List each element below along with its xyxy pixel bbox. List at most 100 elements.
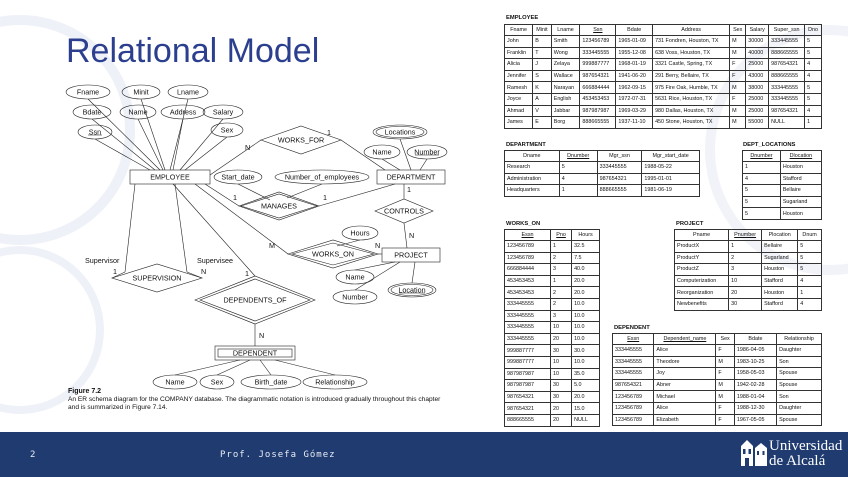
column-header: Dlocation <box>779 150 823 162</box>
table-cell: Newbenefits <box>673 297 730 311</box>
table-cell: 980 Dallas, Houston, TX <box>652 104 731 118</box>
attr-dept-number: Number <box>414 148 440 157</box>
table-cell: 1962-09-15 <box>615 81 654 94</box>
table-cell: 2 <box>550 251 573 265</box>
table-cell: 5 <box>742 207 781 220</box>
table-cell: Bellaire <box>779 184 823 197</box>
table-cell: 1988-01-04 <box>733 390 778 403</box>
table-cell: F <box>729 92 747 106</box>
table-cell: Alice <box>653 401 717 415</box>
table-cell: Zelaya <box>550 58 581 71</box>
attr-name: Name <box>128 108 147 117</box>
attr-fname: Fname <box>77 88 99 97</box>
table-cell: 987654321 <box>503 402 552 415</box>
project-table-label: PROJECT <box>676 221 704 227</box>
column-header: Dname <box>504 150 560 162</box>
table-cell: K <box>532 81 552 94</box>
table-cell: 10.0 <box>571 297 600 311</box>
dependent-table-label: DEPENDENT <box>614 325 650 331</box>
table-cell: 5 <box>804 81 822 94</box>
table-cell: 2 <box>550 297 573 311</box>
table-cell: 888665555 <box>768 46 806 60</box>
table-cell: 20.0 <box>571 286 600 299</box>
column-header: Super_ssn <box>768 24 806 36</box>
table-cell: 123456789 <box>611 390 655 403</box>
table-cell: 20.0 <box>571 274 600 288</box>
rel-dependents-of: DEPENDENTS_OF <box>223 296 287 305</box>
table-cell: 1955-12-08 <box>615 46 654 60</box>
table-cell: Bellaire <box>761 240 799 253</box>
table-cell: 5 <box>804 92 822 106</box>
table-cell: 1937-11-10 <box>615 116 654 129</box>
table-cell: 1 <box>797 286 822 299</box>
column-header: Dnumber <box>742 150 781 162</box>
table-cell: 10 <box>550 321 573 334</box>
table-cell: 333445555 <box>596 161 643 174</box>
table-cell: 10.0 <box>571 332 600 346</box>
table-cell: NULL <box>768 116 806 129</box>
table-cell: 975 Fire Oak, Humble, TX <box>652 81 731 94</box>
table-cell: Research <box>504 161 560 174</box>
table-cell: 987654321 <box>768 104 806 118</box>
table-cell: M <box>729 116 747 129</box>
table-cell: 888665555 <box>579 116 617 129</box>
table-cell: 5631 Rice, Houston, TX <box>652 92 731 106</box>
table-cell: 888665555 <box>596 184 643 197</box>
table-cell: 123456789 <box>503 251 552 265</box>
role-supervisor: Supervisor <box>85 256 120 265</box>
table-cell: 333445555 <box>503 309 552 323</box>
column-header: Dnum <box>797 229 822 241</box>
university-logo-icon <box>741 440 767 466</box>
table-cell: Franklin <box>503 46 534 60</box>
table-cell: 333445555 <box>611 367 655 380</box>
attr-relationship: Relationship <box>315 378 355 387</box>
table-cell: Stafford <box>761 297 799 311</box>
table-cell: 15.0 <box>571 402 600 415</box>
table-cell: 10 <box>550 355 573 369</box>
attr-bdate: Bdate <box>83 108 102 117</box>
table-cell: 5 <box>804 46 822 60</box>
table-cell: 638 Voss, Houston, TX <box>652 46 731 60</box>
entity-employee: EMPLOYEE <box>150 173 190 182</box>
table-cell: A <box>532 92 552 106</box>
table-cell: 20 <box>550 402 573 415</box>
table-cell: 1958-05-03 <box>733 367 778 380</box>
table-cell: 20 <box>550 332 573 346</box>
table-cell: F <box>715 413 735 427</box>
table-cell: 888665555 <box>503 413 552 427</box>
table-cell: Sugarland <box>761 251 799 265</box>
card-manages-emp: 1 <box>233 193 237 202</box>
figure-caption-text: An ER schema diagram for the COMPANY dat… <box>68 396 441 411</box>
table-cell: English <box>550 92 581 106</box>
table-cell: 7.5 <box>571 251 600 265</box>
column-header: Dnumber <box>558 150 598 162</box>
table-cell: 1 <box>550 274 573 288</box>
table-cell: 1981-06-19 <box>641 184 700 197</box>
page-number: 2 <box>30 450 36 460</box>
dept-locations-table-label: DEPT_LOCATIONS <box>743 142 796 148</box>
table-cell: 35.0 <box>571 367 600 381</box>
table-cell: 987654321 <box>503 390 552 404</box>
table-cell: M <box>715 355 735 369</box>
table-cell: 1986-04-05 <box>733 344 778 357</box>
attr-hours: Hours <box>350 229 370 238</box>
table-cell: 20 <box>550 413 573 427</box>
table-cell: 999887777 <box>503 355 552 369</box>
table-cell: 1 <box>728 240 763 253</box>
university-name: Universidad de Alcalá <box>769 439 842 469</box>
department-table-label: DEPARTMENT <box>506 142 546 148</box>
table-cell: Sugarland <box>779 195 823 209</box>
column-header: Dependent_name <box>653 333 717 345</box>
